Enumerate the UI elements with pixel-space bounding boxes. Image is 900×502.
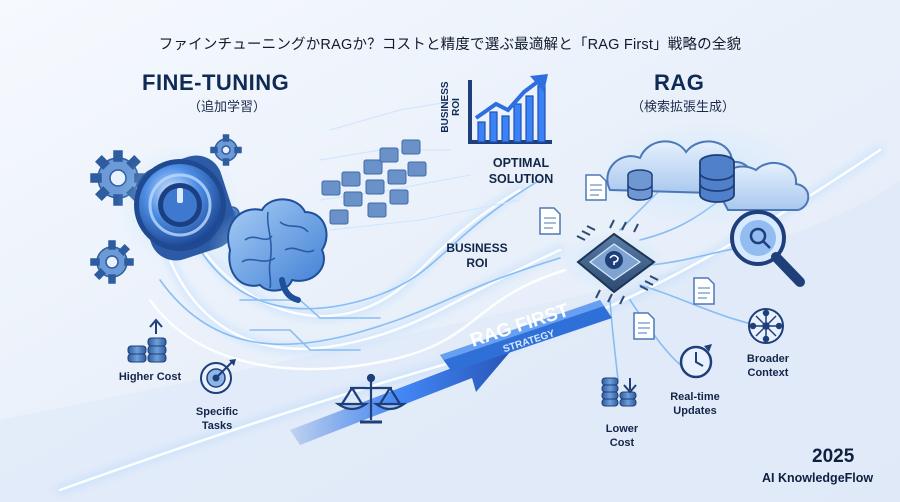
brain-icon bbox=[208, 198, 328, 303]
specific-tasks-label: Specific Tasks bbox=[195, 406, 239, 432]
year-label: 2025 bbox=[812, 446, 855, 467]
realtime-updates-label: Real-time Updates bbox=[670, 391, 720, 417]
rag-title: RAG bbox=[654, 70, 705, 95]
optimal-solution-label: OPTIMAL SOLUTION bbox=[488, 156, 554, 186]
document-icons bbox=[539, 174, 715, 340]
broader-context-label: Broader Context bbox=[746, 353, 790, 379]
network-globe-icon bbox=[748, 308, 784, 344]
fine-tuning-subtitle: （追加学習） bbox=[188, 99, 267, 114]
coins-up-icon bbox=[127, 318, 167, 363]
higher-cost-label: Higher Cost bbox=[118, 371, 182, 383]
refresh-clock-icon bbox=[679, 344, 713, 379]
brand-label: AI KnowledgeFlow bbox=[762, 471, 874, 485]
target-icon bbox=[200, 359, 236, 394]
growth-chart-icon bbox=[468, 74, 552, 144]
lower-cost-label: Lower Cost bbox=[605, 423, 639, 449]
tuning-knob-icon bbox=[116, 143, 240, 267]
rag-subtitle: （検索拡張生成） bbox=[631, 99, 736, 114]
balance-scale-icon bbox=[334, 373, 408, 424]
coins-down-icon bbox=[601, 377, 637, 407]
search-icon bbox=[730, 210, 805, 287]
page-title: ファインチューニングかRAGか？コストと精度で選ぶ最適解と「RAG First」… bbox=[158, 37, 742, 53]
business-roi-label: BUSINESS ROI bbox=[446, 241, 508, 270]
cloud-database-icon bbox=[590, 120, 810, 230]
business-roi-vertical-label: BUSINESS ROI bbox=[440, 81, 462, 133]
data-blocks bbox=[321, 139, 427, 225]
rag-first-arrow bbox=[290, 300, 612, 445]
ai-chip-icon bbox=[560, 219, 668, 305]
fine-tuning-title: FINE-TUNING bbox=[142, 70, 290, 95]
